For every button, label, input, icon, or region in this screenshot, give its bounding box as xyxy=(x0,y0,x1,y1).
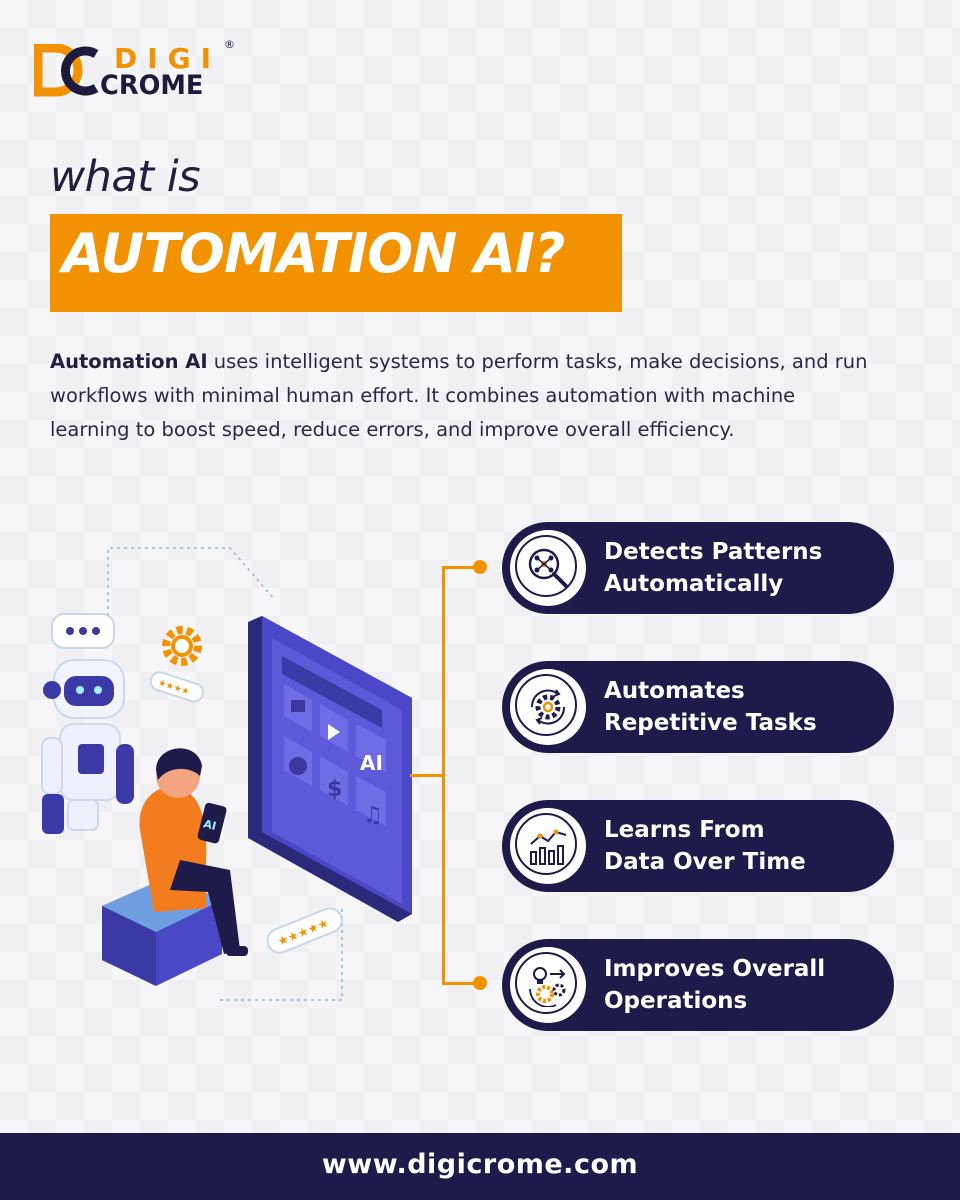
heading-line-2: AUTOMATION AI? xyxy=(62,222,565,285)
rating-stars-large: ★★★★★ xyxy=(266,907,343,954)
feature-pill-improves-operations: Improves Overall Operations xyxy=(502,939,894,1031)
screen-ai-label: AI xyxy=(360,751,383,775)
person-figure: AI xyxy=(102,748,248,986)
description-lead: Automation AI xyxy=(50,350,208,373)
feature-4-line-2: Operations xyxy=(604,988,748,1014)
website-url: www.digicrome.com xyxy=(321,1149,639,1180)
logo-word-top: DIGI xyxy=(114,42,222,75)
connector-spine xyxy=(442,566,445,985)
heading-line-1: what is xyxy=(50,152,201,202)
feature-1-line-1: Detects Patterns xyxy=(604,539,823,565)
growth-chart-icon xyxy=(530,829,567,865)
connector-branch-4 xyxy=(442,982,482,985)
feature-2-line-1: Automates xyxy=(604,678,745,704)
gears-bulb-icon xyxy=(529,967,566,1007)
feature-4-line-1: Improves Overall xyxy=(604,956,826,982)
phone-ai-label: AI xyxy=(202,817,217,833)
feature-3-line-1: Learns From xyxy=(604,817,765,843)
footer-bar: www.digicrome.com xyxy=(0,1133,960,1200)
description-body: uses intelligent systems to perform task… xyxy=(50,350,868,441)
gear-icon xyxy=(162,626,202,666)
feature-1-line-2: Automatically xyxy=(604,571,784,597)
logo-word-bottom: CROME xyxy=(100,70,204,101)
description-paragraph: Automation AI uses intelligent systems t… xyxy=(50,345,880,447)
music-symbol: ♫ xyxy=(363,803,383,828)
registered-mark: ® xyxy=(224,38,235,51)
gear-cycle-icon xyxy=(530,689,566,725)
connector-dot-1 xyxy=(473,560,487,574)
automation-illustration: ★★★★ AI $ ♫ AI ★★★★ xyxy=(41,547,412,1001)
brand-logo: DIGI CROME ® xyxy=(34,38,244,102)
feature-pill-detects-patterns: Detects Patterns Automatically xyxy=(502,522,894,614)
rating-stars-small: ★★★★ xyxy=(149,671,205,703)
feature-pill-learns-from-data: Learns From Data Over Time xyxy=(502,800,894,892)
heading-highlight-box xyxy=(50,214,622,312)
connector-branch-1 xyxy=(442,566,482,569)
pattern-search-icon xyxy=(528,548,568,588)
robot-icon xyxy=(41,659,134,834)
logo-mark-icon xyxy=(34,44,99,97)
feature-2-line-2: Repetitive Tasks xyxy=(604,710,817,736)
feature-pill-automates-tasks: Automates Repetitive Tasks xyxy=(502,661,894,753)
connector-dot-4 xyxy=(473,976,487,990)
connector-stem xyxy=(410,774,444,777)
chat-bubble-icon xyxy=(51,613,115,649)
currency-symbol: $ xyxy=(327,777,342,802)
app-screen: AI $ ♫ xyxy=(248,616,412,922)
feature-3-line-2: Data Over Time xyxy=(604,849,806,875)
